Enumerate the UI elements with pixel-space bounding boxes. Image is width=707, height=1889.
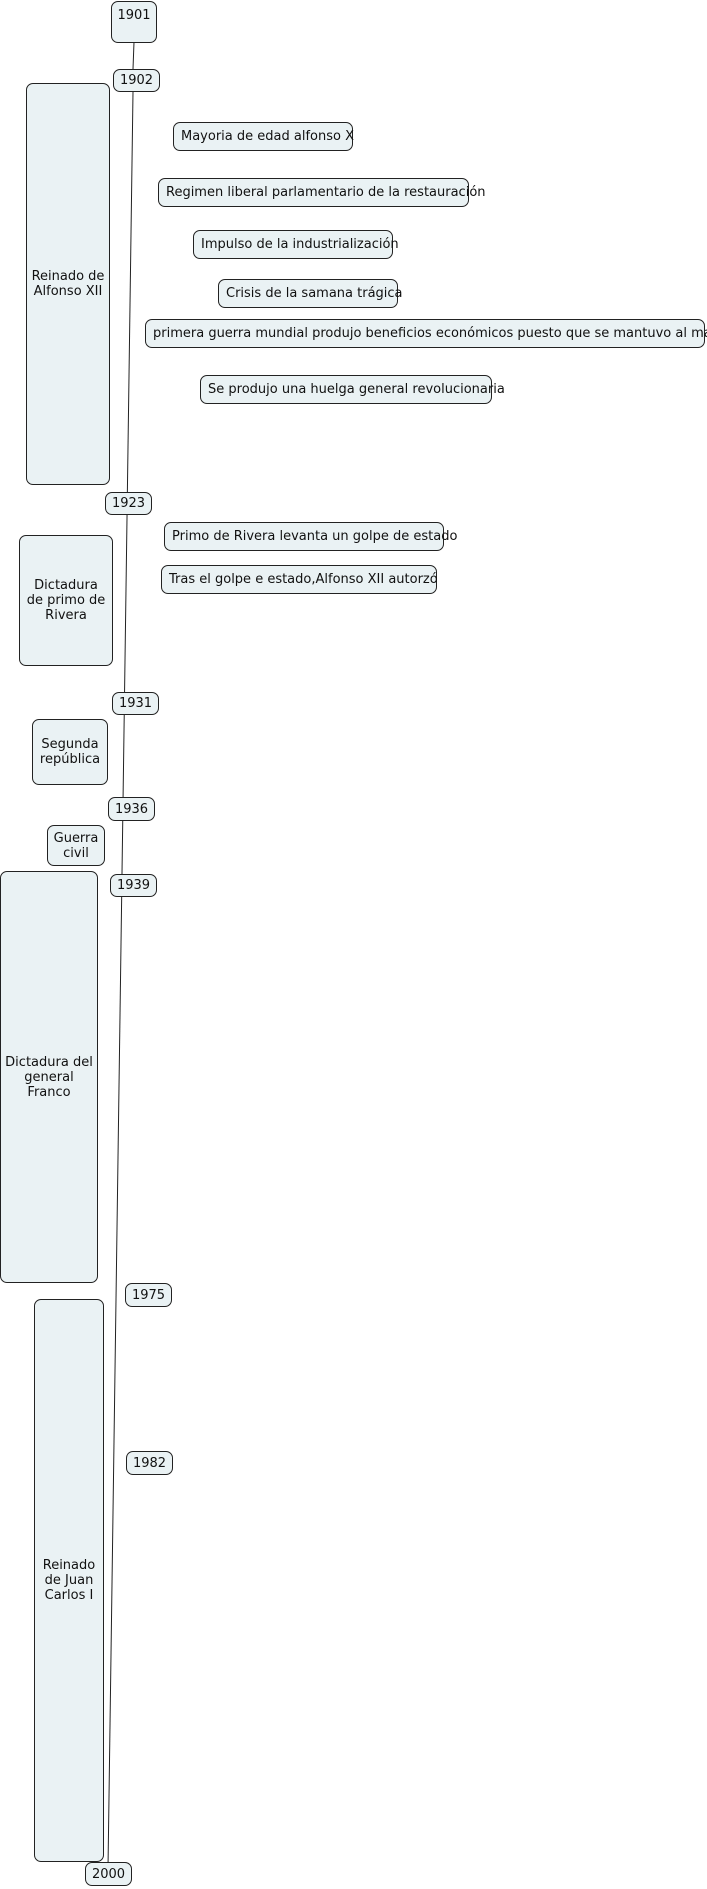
year-node-1939[interactable]: 1939 (110, 874, 157, 897)
event-golpe-de-estado[interactable]: Primo de Rivera levanta un golpe de esta… (164, 522, 457, 551)
year-node-1902[interactable]: 1902 (113, 69, 160, 92)
period-juan-carlos-i[interactable]: Reinado de Juan Carlos I (34, 1299, 104, 1862)
event-primera-guerra-mundial[interactable]: primera guerra mundial produjo beneficio… (145, 319, 707, 348)
event-tras-el-golpe[interactable]: Tras el golpe e estado,Alfonso XII autor… (161, 565, 438, 594)
period-alfonso-xii[interactable]: Reinado de Alfonso XII (26, 83, 110, 485)
event-crisis-semana-tragica[interactable]: Crisis de la samana trágica (218, 279, 403, 308)
timeline-axis-line (107, 91, 134, 1869)
event-regimen-liberal[interactable]: Regimen liberal parlamentario de la rest… (158, 178, 486, 207)
period-segunda-republica[interactable]: Segunda república (32, 719, 108, 785)
year-node-2000[interactable]: 2000 (85, 1862, 132, 1886)
event-impulso-industrializacion[interactable]: Impulso de la industrialización (193, 230, 399, 259)
event-mayoria-edad[interactable]: Mayoria de edad alfonso X (173, 122, 354, 151)
year-node-1923[interactable]: 1923 (105, 492, 152, 515)
year-node-1901[interactable]: 1901 (111, 1, 157, 43)
year-node-1975[interactable]: 1975 (125, 1283, 172, 1307)
period-primo-de-rivera[interactable]: Dictadura de primo de Rivera (19, 535, 113, 666)
year-node-1931[interactable]: 1931 (112, 692, 159, 715)
year-node-1936[interactable]: 1936 (108, 797, 155, 821)
year-node-1982[interactable]: 1982 (126, 1451, 173, 1475)
period-guerra-civil[interactable]: Guerra civil (47, 825, 105, 866)
event-huelga-general[interactable]: Se produjo una huelga general revolucion… (200, 375, 505, 404)
period-franco[interactable]: Dictadura del general Franco (0, 871, 98, 1283)
connector-1901-1902 (132, 41, 135, 70)
